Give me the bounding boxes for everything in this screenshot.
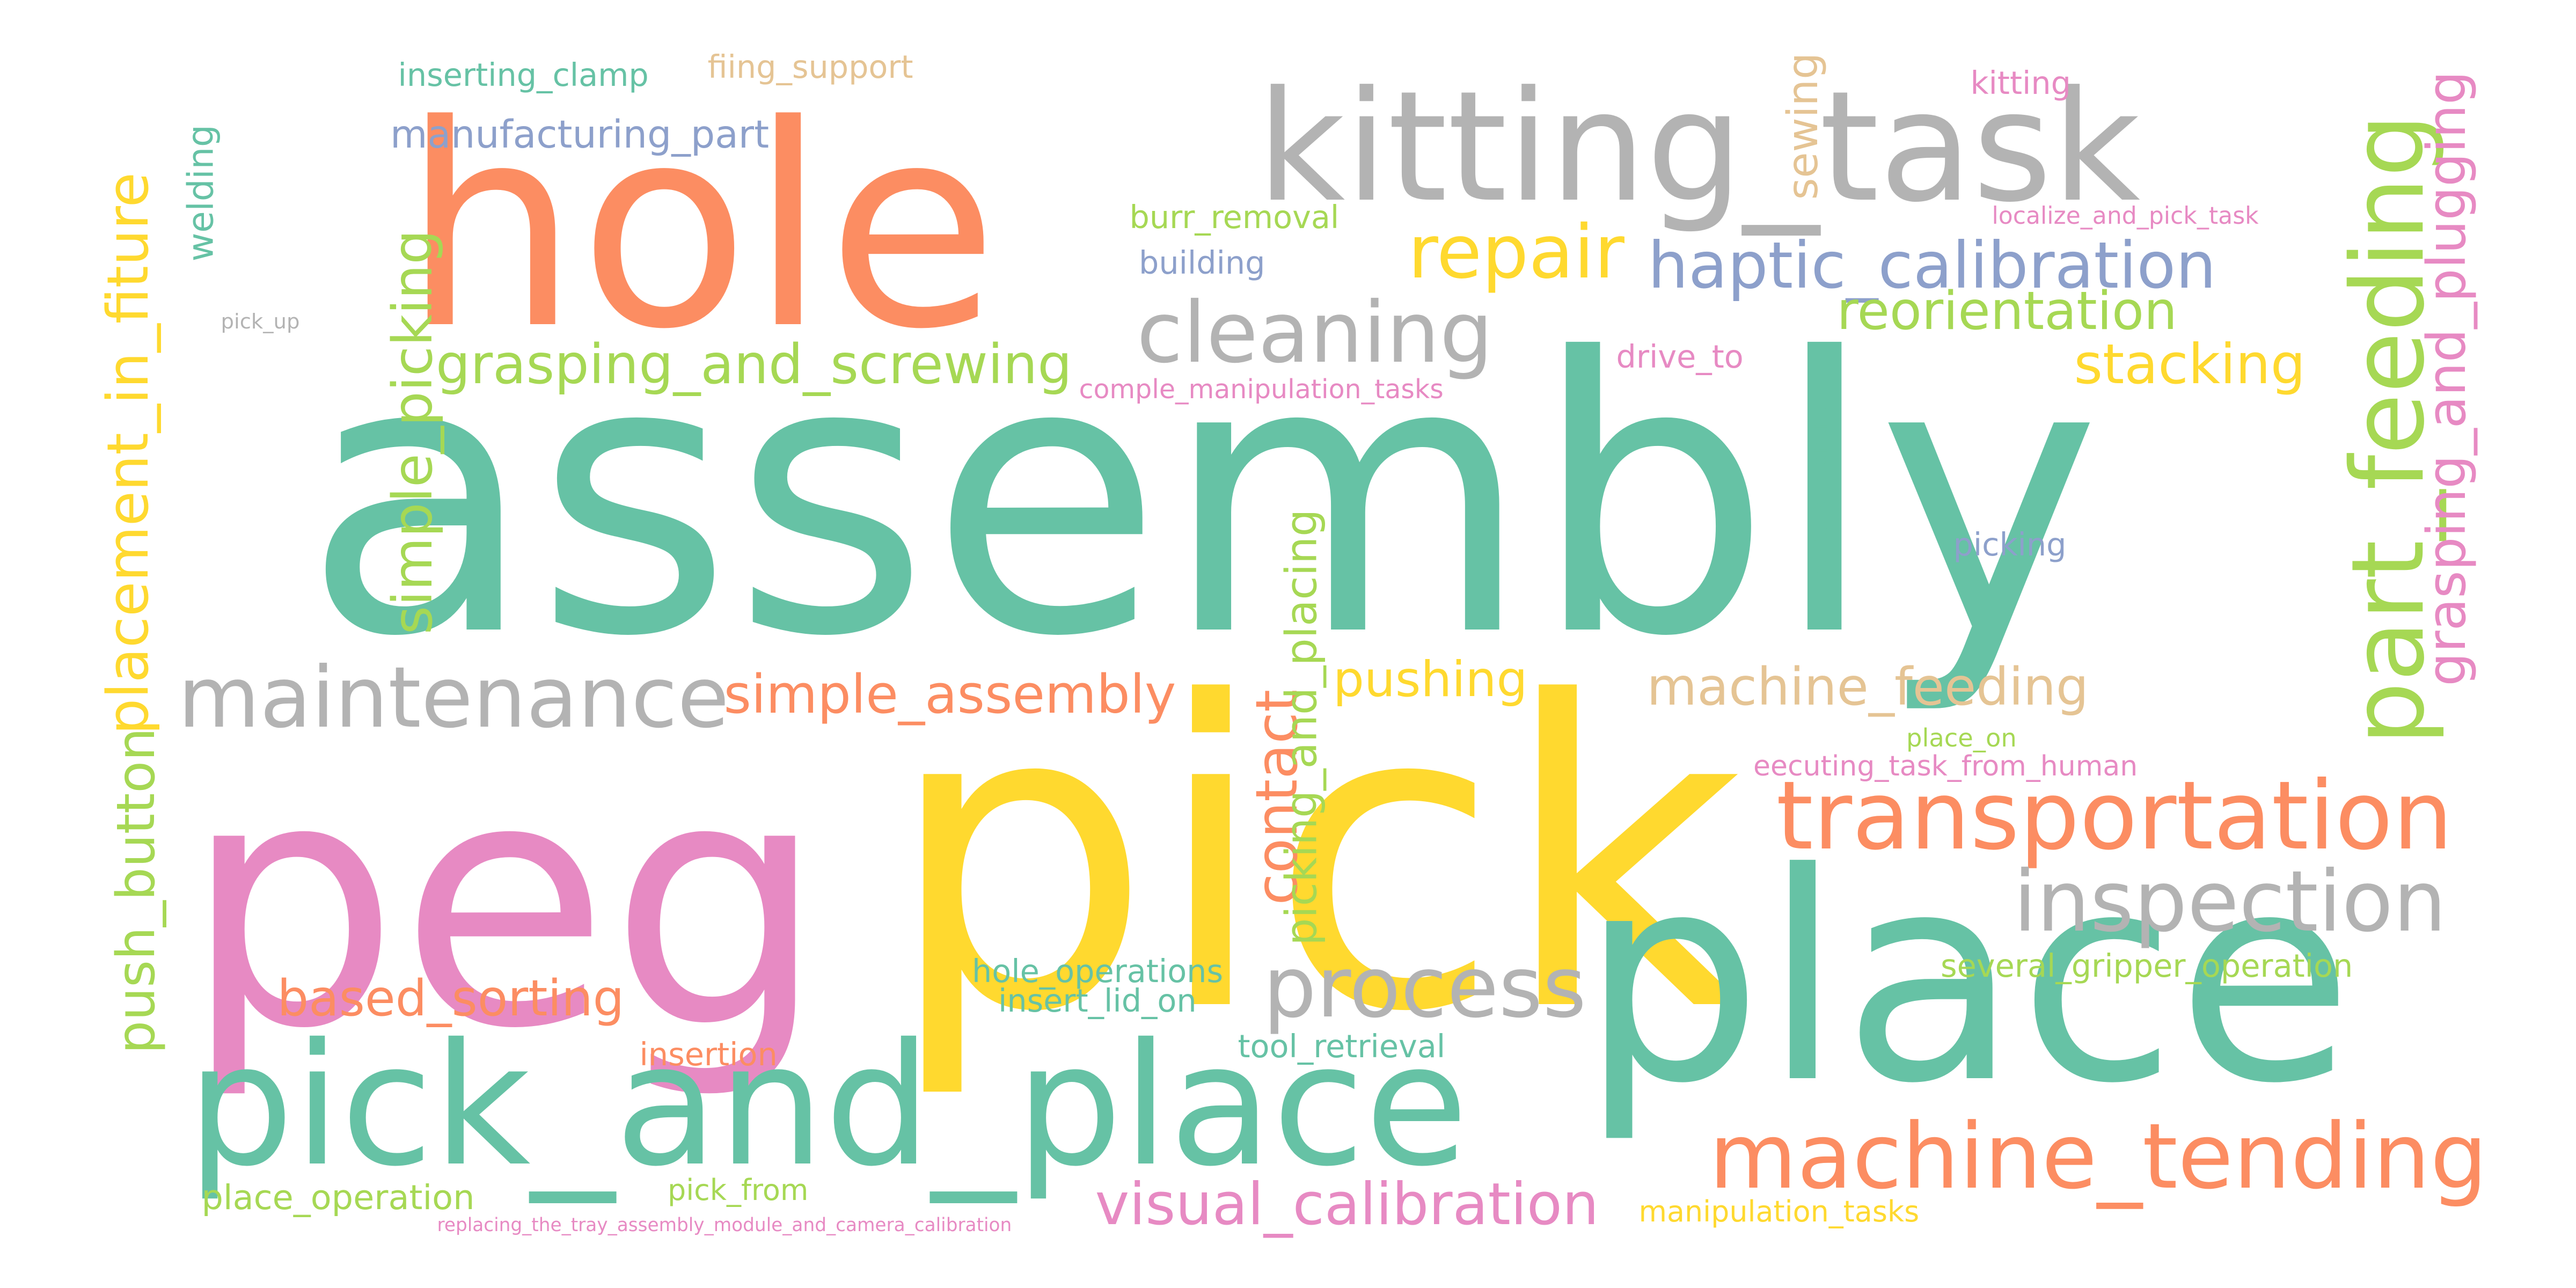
word-pick-up: pick_up xyxy=(221,309,300,334)
word-replacing-the-tray-assembly-module-and-camera-calibration: replacing_the_tray_assembly_module_and_c… xyxy=(437,1214,1012,1236)
word-transportation: transportation xyxy=(1776,760,2453,871)
word-several-gripper-operation: several_gripper_operation xyxy=(1941,947,2353,984)
word-picking-and-placing: picking_and_placing xyxy=(1276,509,1327,946)
word-building: building xyxy=(1139,244,1265,281)
word-stacking: stacking xyxy=(2074,332,2306,397)
word-kitting-task: kitting_task xyxy=(1257,58,2141,236)
word-simple-picking: simple_picking xyxy=(381,229,445,635)
word-process: process xyxy=(1263,938,1587,1036)
word-hole-operations: hole_operations xyxy=(972,952,1224,990)
word-visual-calibration: visual_calibration xyxy=(1095,1171,1599,1238)
word-picking: picking xyxy=(1953,525,2067,563)
word-maintenance: maintenance xyxy=(178,648,729,747)
word-eecuting-task-from-human: eecuting_task_from_human xyxy=(1753,750,2138,782)
word-reorientation: reorientation xyxy=(1836,281,2178,342)
word-simple-assembly: simple_assembly xyxy=(723,663,1176,726)
word-comple-manipulation-tasks: comple_manipulation_tasks xyxy=(1079,374,1444,405)
word-based-sorting: based_sorting xyxy=(277,969,625,1027)
word-peg: peg xyxy=(182,706,826,1103)
word-pick-from: pick_from xyxy=(668,1173,809,1207)
word-pushing: pushing xyxy=(1333,650,1528,708)
word-insertion: insertion xyxy=(639,1035,778,1073)
word-inspection: inspection xyxy=(2013,852,2447,950)
word-tool-retrieval: tool_retrieval xyxy=(1238,1027,1446,1065)
word-place-operation: place_operation xyxy=(201,1177,475,1218)
word-sewing: sewing xyxy=(1779,53,1827,200)
word-machine-feeding: machine_feeding xyxy=(1646,657,2089,717)
word-kitting: kitting xyxy=(1970,64,2071,101)
word-cleaning: cleaning xyxy=(1137,283,1494,382)
word-assembly: assembly xyxy=(303,279,2102,719)
word-haptic-calibration: haptic_calibration xyxy=(1648,228,2216,303)
word-push-button: push_button xyxy=(106,727,167,1054)
word-machine-tending: machine_tending xyxy=(1709,1104,2488,1209)
word-pick-and-place: pick_and_place xyxy=(187,1007,1469,1203)
word-pick: pick xyxy=(885,613,1745,1103)
word-inserting-clamp: inserting_clamp xyxy=(398,56,649,93)
word-fiing-support: fiing_support xyxy=(707,48,913,85)
word-insert-lid-on: insert_lid_on xyxy=(998,982,1197,1019)
word-hole: hole xyxy=(402,65,999,390)
word-place: place xyxy=(1580,812,2354,1146)
word-posture-control: posture_control xyxy=(1805,399,1833,583)
word-grasping-and-plugging: grasping_and_plugging xyxy=(2416,70,2478,686)
word-drive-to: drive_to xyxy=(1616,338,1744,375)
word-localize-and-pick-task: localize_and_pick_task xyxy=(1992,202,2259,230)
word-burr-removal: burr_removal xyxy=(1129,198,1340,236)
word-grasping-and-screwing: grasping_and_screwing xyxy=(436,333,1072,396)
word-welding: welding xyxy=(180,125,222,262)
word-placement-in-fiture: placement_in_fiture xyxy=(95,172,162,735)
word-manipulation-tasks: manipulation_tasks xyxy=(1638,1194,1920,1228)
word-place-on: place_on xyxy=(1906,723,2017,752)
word-manufacturing-part: manufacturing_part xyxy=(390,112,770,157)
word-repair: repair xyxy=(1408,209,1624,295)
